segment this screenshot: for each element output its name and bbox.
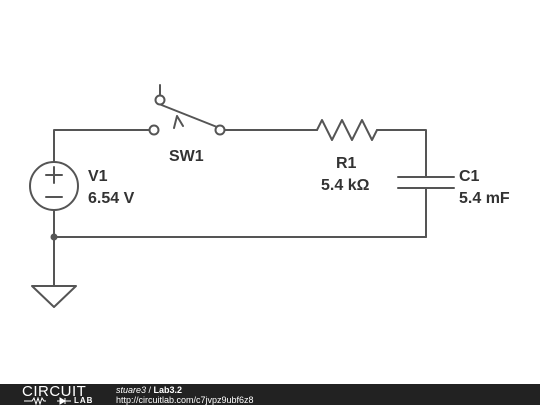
author-link[interactable]: stuare3 — [116, 385, 147, 395]
circuit-url[interactable]: http://circuitlab.com/c7jvpz9ubf6z8 — [116, 395, 254, 405]
plus-sign-icon — [45, 166, 63, 184]
circuitlab-logo-sub: LAB — [24, 397, 93, 405]
logo-lab-text: LAB — [74, 396, 94, 405]
resistor-logo-icon — [24, 397, 46, 405]
circuit-meta: stuare3 / Lab3.2 http://circuitlab.com/c… — [116, 385, 254, 405]
v1-label: V1 — [88, 168, 108, 185]
junction-dot — [50, 233, 58, 241]
capacitor-c1-symbol[interactable] — [397, 176, 455, 189]
r1-value: 5.4 kΩ — [321, 177, 370, 194]
circuit-title[interactable]: Lab3.2 — [153, 385, 183, 395]
voltage-source-v1-symbol[interactable] — [29, 161, 79, 211]
resistor-r1-symbol[interactable] — [316, 119, 378, 141]
switch-sw1-symbol[interactable] — [148, 84, 226, 136]
ground-symbol — [31, 285, 77, 308]
c1-value: 5.4 mF — [459, 190, 510, 207]
circuitlab-logo[interactable]: CIRCUIT — [22, 383, 87, 400]
r1-label: R1 — [336, 155, 357, 172]
sw1-label: SW1 — [169, 148, 204, 165]
meta-separator: / — [146, 385, 154, 395]
circuit-schematic: V1 6.54 V SW1 R1 5.4 kΩ C1 5.4 mF — [29, 84, 510, 308]
wire-top-left — [53, 129, 150, 163]
wire-r1-to-c1 — [376, 129, 427, 178]
footer-bar: CIRCUIT LAB stuare3 / Lab3.2 http://circ… — [0, 384, 540, 405]
diode-logo-icon — [57, 397, 71, 405]
v1-value: 6.54 V — [88, 190, 135, 207]
c1-label: C1 — [459, 168, 480, 185]
